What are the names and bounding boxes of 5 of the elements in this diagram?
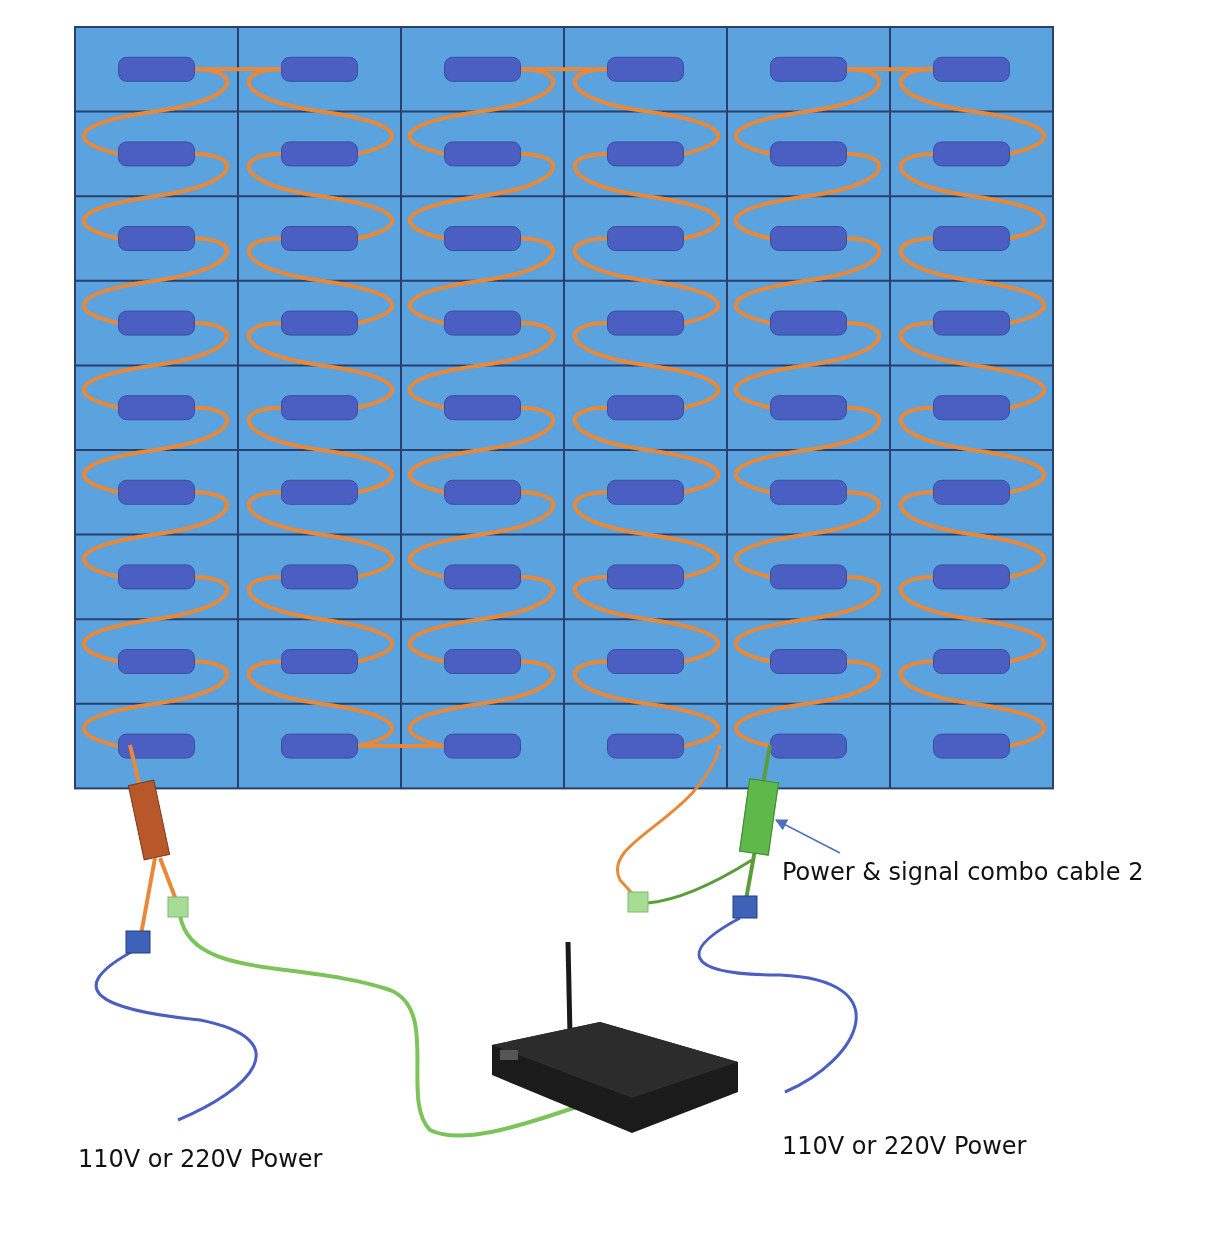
cable-connector <box>739 778 779 856</box>
leader-arrow <box>774 819 841 854</box>
power-label: 110V or 220V Power <box>782 1132 1027 1160</box>
power-label: 110V or 220V Power <box>78 1145 323 1173</box>
cable-label: Power & signal combo cable 2 <box>782 858 1144 886</box>
